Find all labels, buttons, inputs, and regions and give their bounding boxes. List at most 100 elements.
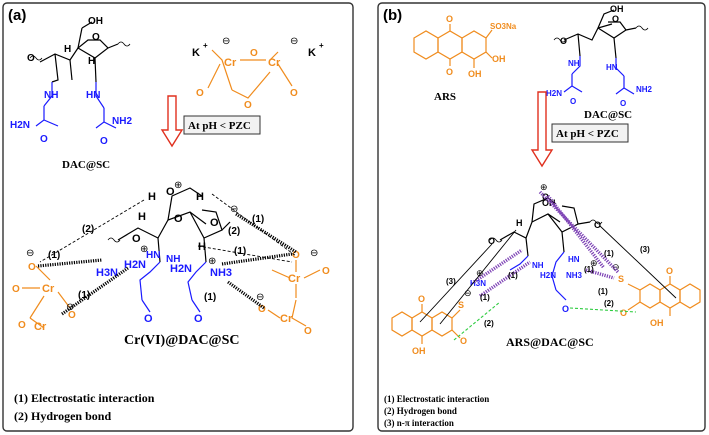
plus-c1: ⊕: [174, 180, 182, 191]
h2n-label-a: H2N: [10, 120, 30, 131]
legend-b-2: (2) Hydrogen bond: [384, 406, 457, 416]
o-cr-a4: O: [250, 48, 258, 59]
reaction-arrow-b: [530, 91, 554, 168]
ars-oh2: OH: [468, 69, 482, 79]
o-label-c4: O: [132, 233, 141, 245]
panel-a-frame: [2, 2, 354, 432]
bond-label-b2: (1): [480, 293, 490, 302]
cr-ion-left: [22, 265, 71, 329]
h-label-c4: H: [198, 241, 206, 253]
condition-text-a: At pH < PZC: [188, 120, 251, 132]
nh2-label-a: NH2: [112, 116, 132, 127]
nh-label-a2: HN: [86, 90, 100, 101]
o-ion-left3: O: [68, 310, 76, 321]
ars-oh1: OH: [492, 54, 506, 64]
reaction-arrow-a: [160, 95, 184, 148]
ars-label: ARS: [434, 91, 456, 103]
cr-label-a2: Cr: [268, 57, 281, 69]
bond-label-a4: (1): [252, 214, 264, 225]
product-label-b: ARS@DAC@SC: [506, 335, 594, 349]
arsr-o: O: [666, 266, 673, 276]
plus-c3: ⊕: [208, 256, 216, 267]
minus-ion-left1: ⊖: [26, 248, 34, 259]
h-label-c2: H: [196, 191, 204, 203]
arsl-o2: O: [460, 336, 467, 346]
dac-b-h2n: H2N: [546, 89, 562, 98]
arsl-minus: ⊖: [464, 288, 472, 298]
product-label-a: Cr(VI)@DAC@SC: [124, 333, 239, 348]
bond-label-b5: (3): [640, 245, 650, 254]
cb-nh3: NH3: [566, 271, 583, 280]
cb-h2n: H2N: [540, 271, 556, 280]
ars-o1: O: [446, 14, 453, 24]
o-urea-c1: O: [144, 313, 153, 325]
cb-o3: O: [594, 220, 601, 230]
bond-label-b7: (1): [598, 287, 608, 296]
cb-oh: OH: [542, 198, 556, 208]
dac-b-oh: OH: [610, 4, 624, 14]
complex-backbone-b: [489, 197, 603, 257]
panel-a-tag: (a): [8, 7, 26, 24]
arsr-s: S: [618, 274, 624, 284]
h2n-label-c2: H2N: [170, 263, 192, 275]
condition-box-b: [551, 123, 629, 143]
o-ion-right3: O: [258, 304, 266, 315]
h-label-c1: H: [148, 191, 156, 203]
bond-label-a3: (1): [78, 290, 90, 301]
ars-so3na: SO3Na: [490, 22, 517, 31]
o-cr-a3: O: [290, 88, 298, 99]
dac-b-o3: O: [570, 97, 576, 106]
dichromate-structure-a: [207, 49, 293, 99]
arsl-oh: OH: [412, 346, 426, 356]
arsr-oh: OH: [650, 318, 664, 328]
cb-h: H: [516, 218, 523, 228]
hydrogen-bonds-b: [453, 301, 637, 341]
minus-c1: ⊖: [230, 204, 238, 215]
arsr-minus: ⊖: [612, 262, 620, 272]
arsl-s: S: [458, 300, 464, 310]
minus-a1: ⊖: [222, 36, 230, 47]
h-label-a1: H: [64, 44, 71, 55]
cr-ion-left2: Cr: [34, 321, 47, 333]
bond-label-a7: (1): [204, 292, 216, 303]
complex-urea-b: [509, 251, 567, 301]
o-ion-right1: O: [292, 250, 300, 261]
legend-b-3: (3) n-π interaction: [384, 418, 454, 428]
o-ion-left2: O: [12, 284, 20, 295]
cb-plus3: ⊕: [590, 258, 598, 268]
hn-label-c: HN: [146, 250, 160, 261]
o-ion-right4: O: [304, 326, 312, 337]
nh3-label-c: NH3: [210, 267, 232, 279]
bond-label-a2: (2): [82, 224, 94, 235]
cb-nh: NH: [532, 261, 544, 270]
electrostatic-bonds-b: [473, 190, 620, 298]
dac-b-o1: O: [560, 36, 567, 46]
oh-label-a: OH: [88, 16, 103, 27]
plus-c2: ⊕: [140, 244, 148, 255]
o-cr-a2: O: [244, 100, 252, 111]
o-urea-c2: O: [194, 313, 203, 325]
arsl-o: O: [418, 294, 425, 304]
dac-b-o4: O: [620, 99, 626, 108]
hn-label-a: NH: [44, 90, 58, 101]
urea-groups-b: [563, 56, 635, 95]
o-urea-a2: O: [100, 136, 108, 147]
cb-h3n: H3N: [470, 279, 486, 288]
k-label-right: K: [308, 47, 316, 59]
bond-label-a1: (1): [48, 250, 60, 261]
dac-sc-structure-a: [29, 21, 131, 83]
cr-label-a1: Cr: [224, 57, 237, 69]
bond-label-b4: (1): [508, 271, 518, 280]
urea-groups-a: [35, 82, 117, 129]
legend-b-1: (1) Electrostatic interaction: [384, 394, 489, 404]
nh-label-c: NH: [166, 254, 180, 265]
bond-label-b3: (2): [484, 319, 494, 328]
minus-ion-right1: ⊖: [310, 248, 318, 259]
legend-a-2: (2) Hydrogen bond: [14, 409, 111, 423]
ars-structure: [413, 24, 493, 68]
ars-o2: O: [446, 67, 453, 77]
panel-b-frame: [377, 2, 706, 432]
h3n-label-c: H3N: [96, 267, 118, 279]
k-plus-left: +: [203, 41, 208, 50]
